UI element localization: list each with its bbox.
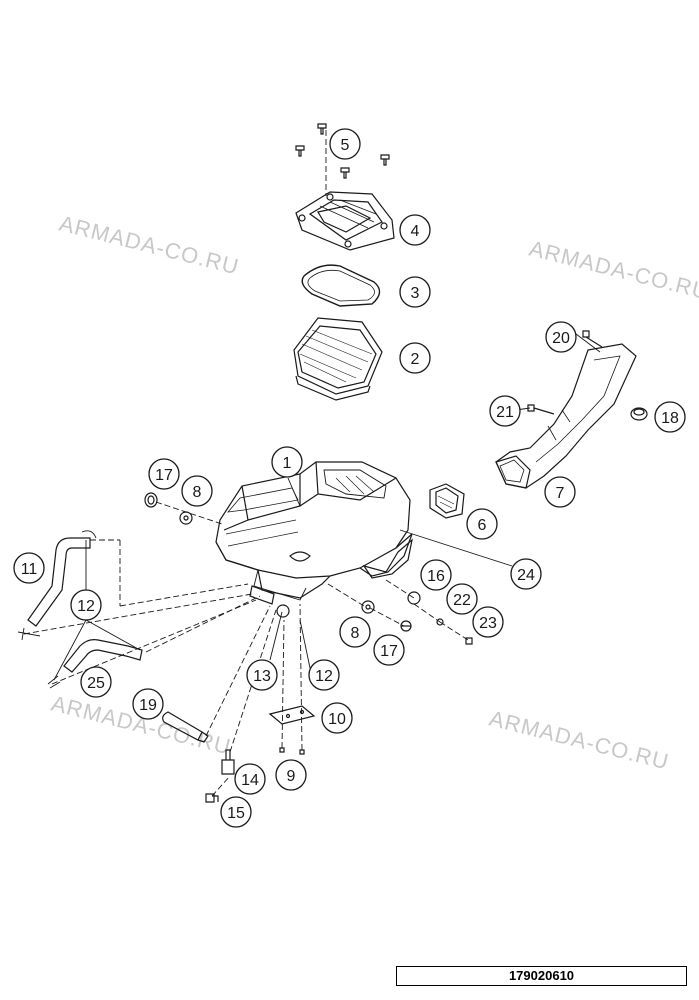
callout-16: 16 (420, 559, 452, 591)
svg-text:12: 12 (315, 668, 333, 685)
callout-20: 20 (545, 321, 577, 353)
callout-13: 13 (246, 659, 278, 691)
svg-text:8: 8 (351, 625, 360, 642)
callout-8-right: 8 (339, 616, 371, 648)
svg-text:13: 13 (253, 668, 271, 685)
grommet-part-17-left (144, 492, 158, 508)
callout-9: 9 (275, 759, 307, 791)
svg-text:1: 1 (283, 455, 292, 472)
callout-23: 23 (472, 606, 504, 638)
air-filter-part-2 (293, 317, 383, 401)
svg-text:24: 24 (517, 567, 535, 584)
callout-17-left: 17 (148, 458, 180, 490)
grommet-part-18 (630, 407, 648, 421)
svg-text:15: 15 (227, 805, 245, 822)
svg-text:14: 14 (241, 772, 259, 789)
svg-text:23: 23 (479, 615, 497, 632)
callout-5: 5 (329, 128, 361, 160)
svg-text:2: 2 (411, 351, 420, 368)
svg-text:9: 9 (287, 768, 296, 785)
svg-text:19: 19 (139, 697, 157, 714)
svg-text:3: 3 (411, 285, 420, 302)
airbox-part-1 (215, 461, 413, 601)
part-23 (465, 637, 473, 645)
callout-10: 10 (321, 702, 353, 734)
callout-14: 14 (234, 763, 266, 795)
grommet-part-17-right (400, 620, 412, 632)
intake-duct-part-7 (495, 343, 637, 489)
callout-6: 6 (466, 508, 498, 540)
bolt-part-21 (527, 404, 555, 415)
svg-text:17: 17 (155, 467, 173, 484)
callout-1: 1 (271, 446, 303, 478)
bolt-part-20 (582, 330, 603, 348)
callout-18: 18 (654, 401, 686, 433)
hose-part-11 (17, 530, 97, 641)
svg-text:10: 10 (328, 711, 346, 728)
callout-21: 21 (489, 395, 521, 427)
watermark-4: ARMADA-CO.RU (487, 706, 672, 775)
callout-11: 11 (13, 552, 45, 584)
svg-text:7: 7 (556, 485, 565, 502)
grommet-part-6 (429, 483, 465, 519)
callout-17-right: 17 (373, 634, 405, 666)
svg-text:22: 22 (453, 592, 471, 609)
clip-part-15 (205, 793, 219, 803)
svg-text:4: 4 (411, 223, 420, 240)
callout-19: 19 (132, 688, 164, 720)
sensor-part-14 (221, 749, 235, 775)
hose-part-25 (47, 639, 143, 689)
dashed-guide-lines (23, 130, 469, 797)
svg-text:8: 8 (193, 484, 202, 501)
callout-24: 24 (510, 558, 542, 590)
svg-text:6: 6 (478, 517, 487, 534)
callout-25: 25 (80, 666, 112, 698)
svg-text:17: 17 (380, 643, 398, 660)
reference-number-box: 179020610 (396, 966, 687, 986)
svg-text:5: 5 (341, 137, 350, 154)
filter-cover-part-4 (295, 191, 395, 251)
part-22 (436, 618, 444, 626)
callout-22: 22 (446, 583, 478, 615)
callout-12-right: 12 (308, 659, 340, 691)
callout-12-left: 12 (70, 589, 102, 621)
callout-8-left: 8 (181, 475, 213, 507)
callout-4: 4 (399, 214, 431, 246)
gasket-part-3 (301, 264, 381, 307)
screw-part-5 (295, 123, 390, 179)
svg-text:20: 20 (552, 330, 570, 347)
callout-2: 2 (399, 342, 431, 374)
svg-text:12: 12 (77, 598, 95, 615)
svg-text:21: 21 (496, 404, 514, 421)
callout-7: 7 (544, 476, 576, 508)
bracket-part-10 (268, 705, 316, 725)
svg-text:18: 18 (661, 410, 679, 427)
part-13 (249, 585, 290, 618)
tube-part-19 (162, 711, 209, 743)
callout-3: 3 (399, 276, 431, 308)
svg-text:16: 16 (427, 568, 445, 585)
screw-part-9 (279, 747, 305, 755)
svg-text:25: 25 (87, 675, 105, 692)
callout-leader-lines (53, 333, 601, 681)
watermark-2: ARMADA-CO.RU (527, 236, 699, 305)
svg-text:11: 11 (21, 561, 38, 578)
part-16 (407, 591, 421, 605)
washer-part-8-right (361, 600, 375, 614)
bracket-part-24 (362, 538, 413, 579)
callout-15: 15 (220, 796, 252, 828)
watermark-1: ARMADA-CO.RU (57, 211, 242, 280)
